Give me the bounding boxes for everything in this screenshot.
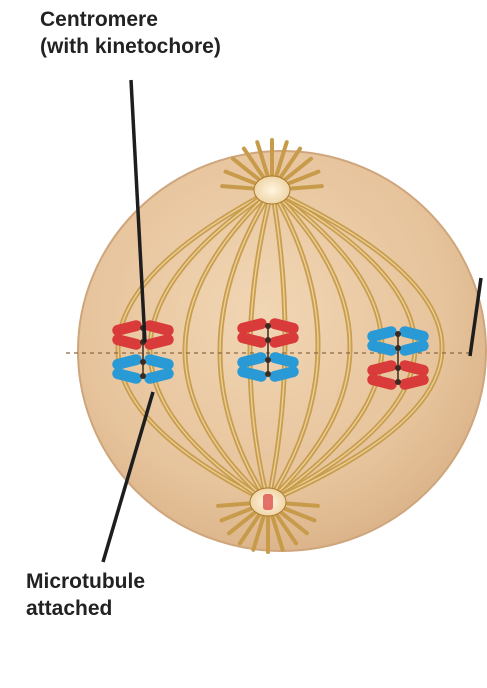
microtubule-label-line2: attached bbox=[26, 595, 145, 622]
microtubule-label-line1: Microtubule bbox=[26, 568, 145, 595]
centromere-label: Centromere (with kinetochore) bbox=[40, 6, 221, 60]
microtubule-label: Microtubule attached bbox=[26, 568, 145, 622]
centriole-bottom bbox=[263, 494, 273, 510]
spindle-pole-top bbox=[254, 176, 290, 204]
centromere-label-line1: Centromere bbox=[40, 6, 221, 33]
centromere-label-line2: (with kinetochore) bbox=[40, 33, 221, 60]
